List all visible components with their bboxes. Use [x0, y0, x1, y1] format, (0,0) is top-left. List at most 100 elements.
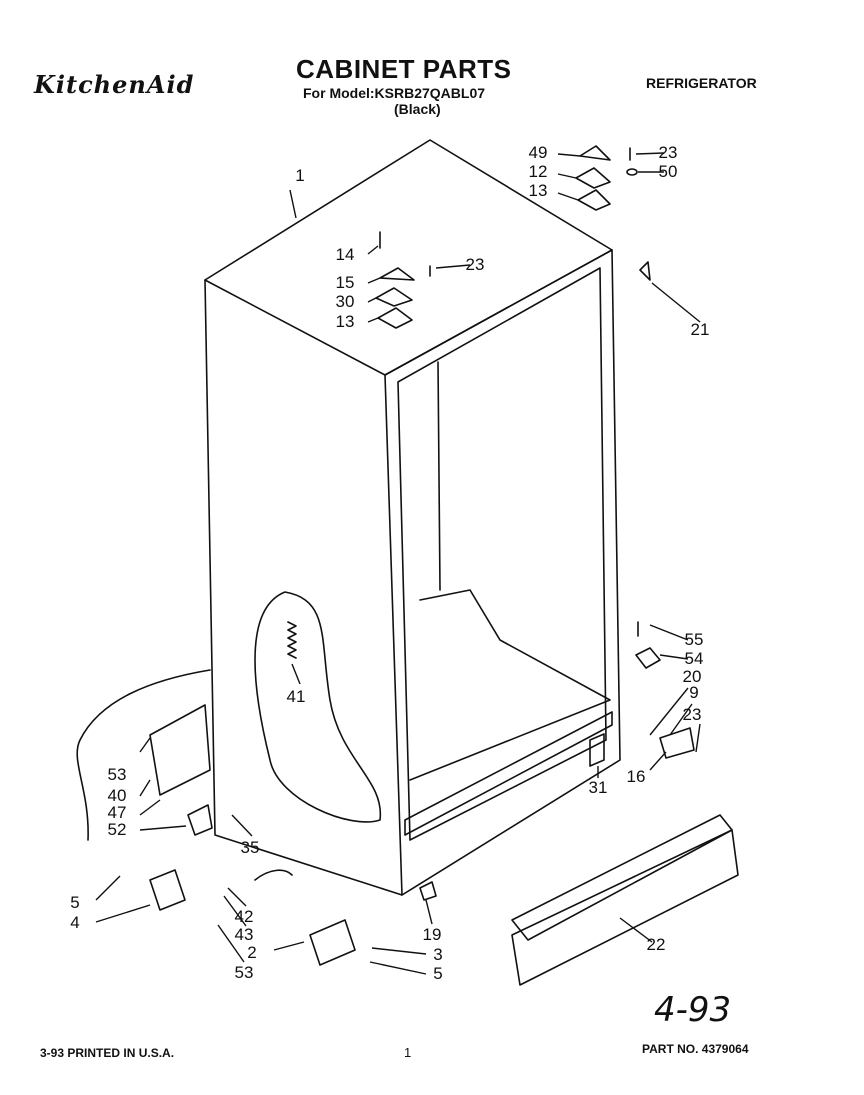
leader-line	[695, 723, 701, 753]
callout-label: 1	[295, 166, 304, 185]
page-title: CABINET PARTS	[296, 54, 512, 84]
leader-line	[669, 703, 693, 736]
callout-layer: 1141530132349121323502141555420923163153…	[70, 143, 709, 983]
leader-line	[367, 245, 379, 255]
callout-label: 5	[433, 964, 442, 983]
roller-54	[635, 647, 661, 669]
cabinet-top	[204, 139, 613, 376]
part-number: PART NO. 4379064	[642, 1042, 749, 1056]
leader-line	[425, 899, 433, 925]
callout-label: 53	[108, 765, 127, 784]
leader-line	[367, 297, 377, 303]
leader-line	[223, 895, 247, 927]
callout-label: 47	[108, 803, 127, 822]
callout-label: 19	[423, 925, 442, 944]
clip-21	[639, 261, 651, 281]
side-cutaway	[254, 591, 382, 823]
callout-label: 23	[659, 143, 678, 162]
callout-label: 16	[627, 767, 646, 786]
inner-corner	[437, 361, 441, 591]
callout-label: 55	[685, 630, 704, 649]
brand-logo: KitchenAid	[34, 70, 195, 99]
callout-label: 23	[683, 705, 702, 724]
roller-4	[149, 869, 186, 911]
callout-label: 4	[70, 913, 79, 932]
grille-front-22	[511, 829, 739, 986]
callout-label: 43	[235, 925, 254, 944]
leader-line	[139, 825, 187, 831]
callout-label: 13	[336, 312, 355, 331]
tube-42	[254, 869, 293, 881]
callout-label: 14	[336, 245, 355, 264]
hinge-13-left	[377, 307, 413, 329]
callout-label: 13	[529, 181, 548, 200]
leader-line	[139, 779, 151, 797]
cabinet-floor	[409, 589, 611, 781]
bracket-47	[149, 704, 211, 796]
callout-label: 2	[247, 943, 256, 962]
leader-line	[227, 887, 247, 907]
spring-41	[287, 621, 297, 659]
callout-label: 22	[647, 935, 666, 954]
leader-line	[619, 917, 653, 943]
callout-label: 54	[685, 649, 704, 668]
leader-line	[649, 624, 689, 641]
callout-label: 50	[659, 162, 678, 181]
hinge-shim-12	[575, 167, 611, 189]
leader-line	[367, 317, 379, 323]
callout-label: 31	[589, 778, 608, 797]
leader-line	[273, 941, 305, 951]
hinge-shim-30	[375, 287, 413, 307]
callout-label: 20	[683, 667, 702, 686]
callout-label: 3	[433, 945, 442, 964]
callout-label: 41	[287, 687, 306, 706]
model-line: For Model:KSRB27QABL07	[303, 85, 486, 101]
hinge-cover-49	[579, 145, 611, 161]
leader-line	[231, 814, 253, 837]
leader-line	[557, 192, 579, 201]
color-line: (Black)	[394, 101, 441, 117]
leader-line	[139, 737, 151, 753]
leader-line	[291, 663, 301, 685]
bracket-19	[419, 881, 437, 901]
bracket-52	[187, 804, 213, 836]
leader-line	[635, 152, 665, 155]
category-label: REFRIGERATOR	[646, 75, 757, 91]
leader-line	[435, 264, 471, 269]
power-cord-40	[76, 669, 211, 841]
handwritten-date: 4-93	[654, 990, 732, 1030]
callout-label: 40	[108, 786, 127, 805]
bracket-31	[589, 733, 605, 767]
leader-line	[649, 751, 667, 771]
callout-label: 12	[529, 162, 548, 181]
callout-label: 42	[235, 907, 254, 926]
hinge-13-right	[577, 189, 611, 211]
leader-line	[371, 947, 427, 955]
leader-line	[557, 153, 581, 157]
cabinet-side	[204, 279, 403, 896]
callout-label: 53	[235, 963, 254, 982]
leader-line	[649, 687, 689, 736]
callout-label: 30	[336, 292, 355, 311]
leader-line	[139, 799, 161, 816]
leader-line	[217, 924, 245, 963]
callout-label: 5	[70, 893, 79, 912]
cabinet-front-frame	[384, 249, 621, 896]
leader-line	[651, 282, 701, 323]
washer-50	[626, 168, 638, 176]
leader-line	[289, 189, 297, 219]
printed-note: 3-93 PRINTED IN U.S.A.	[40, 1046, 175, 1060]
callout-label: 49	[529, 143, 548, 162]
bracket-16	[659, 727, 695, 759]
cabinet-opening	[397, 267, 607, 841]
callout-label: 9	[689, 683, 698, 702]
bottom-rail	[404, 711, 613, 836]
leader-line	[367, 277, 381, 284]
leader-line	[95, 875, 121, 901]
leader-line	[659, 654, 689, 660]
leader-line	[369, 961, 427, 975]
page-number: 1	[404, 1045, 412, 1060]
callout-label: 21	[691, 320, 710, 339]
callout-label: 23	[466, 255, 485, 274]
